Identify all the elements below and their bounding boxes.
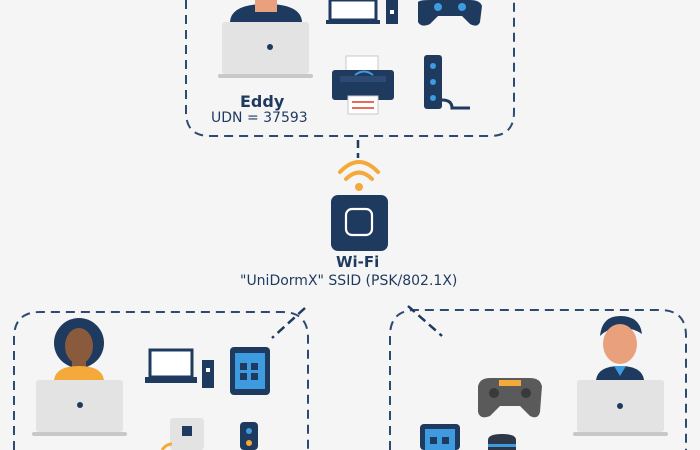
access-point-light <box>344 207 374 237</box>
person-with-laptop-icon <box>218 0 313 78</box>
game-controller-icon <box>418 0 482 26</box>
access-point-title: Wi-Fi <box>336 253 380 271</box>
connector-right <box>407 305 443 337</box>
access-point-icon <box>331 195 388 251</box>
smart-speaker-icon <box>488 434 516 450</box>
bottom-right-group-box <box>389 309 687 450</box>
desktop-computer-icon <box>326 0 398 24</box>
smart-speaker-icon <box>160 418 204 450</box>
wifi-signal-dot <box>355 183 363 191</box>
streaming-device-icon <box>424 55 470 110</box>
tablet-icon <box>420 424 460 450</box>
access-point-ssid: "UniDormX" SSID (PSK/802.1X) <box>240 273 458 289</box>
top-group-box <box>185 0 515 137</box>
remote-icon <box>240 422 258 450</box>
connector-left <box>271 307 306 339</box>
wifi-signal-icon <box>338 160 380 181</box>
bottom-left-group-box <box>13 311 309 450</box>
group-user-name: Eddy <box>240 92 285 111</box>
person-with-laptop-icon <box>573 316 668 436</box>
group-udn-label: UDN = 37593 <box>211 110 308 126</box>
game-controller-icon <box>478 378 542 418</box>
tablet-icon <box>230 347 270 395</box>
person-with-laptop-icon <box>32 318 127 436</box>
desktop-computer-icon <box>145 348 214 388</box>
printer-icon <box>332 55 394 115</box>
